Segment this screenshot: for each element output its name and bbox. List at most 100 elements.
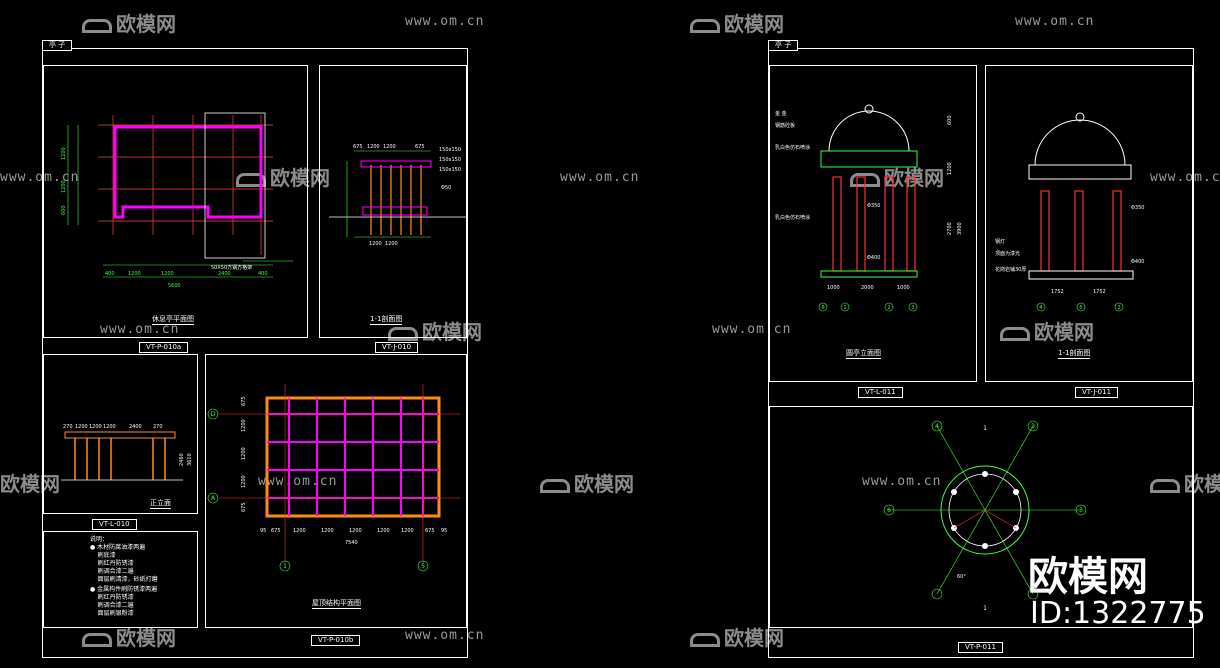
svg-text:1200: 1200 [61,147,67,160]
svg-text:3: 3 [1031,423,1035,430]
watermark-url: www.om.cn [862,474,942,489]
section-beam [360,160,432,168]
notes-line: 刷底漆 [90,552,116,559]
section-dimension-lines [346,150,431,238]
svg-text:D: D [211,411,216,418]
svg-text:2400: 2400 [129,424,142,430]
svg-text:1200: 1200 [241,447,247,460]
svg-text:3610: 3610 [187,453,193,466]
svg-text:1200: 1200 [401,528,414,534]
svg-text:675: 675 [415,144,425,150]
roof-dimension-labels: 95 675 1200 1200 1200 1200 1200 675 95 7… [241,396,447,546]
svg-text:1: 1 [843,305,846,311]
svg-text:270: 270 [153,424,163,430]
svg-text:600: 600 [61,205,67,215]
watermark-url: www.om.cn [560,170,640,185]
gazebo-plan-drawing: 4 3 6 3 1 1 60° [883,420,1087,612]
notes-line: 刷红丹防锈漆 [90,560,134,567]
svg-text:4: 4 [1039,305,1042,311]
section-columns [1040,190,1122,272]
svg-text:600: 600 [947,115,953,125]
section-axis-bubbles [1036,302,1124,312]
plan-annotation: 50X50方钢方格架 [211,264,252,271]
elevation-drawing: 270 1200 1200 1200 2400 270 2460 3610 [61,424,193,481]
svg-text:5: 5 [1079,305,1082,311]
svg-text:Φ400: Φ400 [1131,259,1144,265]
section-base [1028,270,1134,280]
entablature [820,150,918,168]
watermark-logo: 欧模网 [540,468,634,497]
watermark-logo: 欧模网 [1000,316,1094,345]
svg-text:2: 2 [1117,305,1120,311]
svg-text:Φ50: Φ50 [441,185,451,191]
svg-text:2400: 2400 [218,271,231,277]
elevation-panel [43,354,198,514]
svg-text:2460: 2460 [179,453,185,466]
notes-line: 刷红丹防锈漆 [90,594,134,601]
roof-axis-bubbles [207,408,429,572]
elevation-beam [64,431,176,439]
svg-text:顶面为漆光: 顶面为漆光 [995,250,1020,257]
sofa-icon [82,632,112,647]
svg-text:1000: 1000 [827,285,840,291]
svg-text:7540: 7540 [345,540,358,546]
svg-text:400: 400 [258,271,268,277]
svg-text:1200: 1200 [103,424,116,430]
plan-axis-bubbles [883,420,1087,600]
gazebo-elevation-drawing: 金 金 钢筋砼板 乳白色仿石喷涂 乳白色仿石喷涂 1000 2000 1000 … [775,104,963,312]
plan-dimension-labels: 400 1200 1200 2400 400 5600 1200 1200 60… [61,147,268,289]
section-code-tag: VT-J-010 [375,342,419,353]
gazebo-elevation-dims: 1000 2000 1000 Φ350 Φ400 2700 3900 1200 … [827,115,963,291]
notes-line: ● 木材防腐油漆两遍 [90,544,146,551]
svg-text:150x150: 150x150 [439,147,461,153]
svg-text:乳白色仿石喷涂: 乳白色仿石喷涂 [775,214,810,221]
notes-line: 面层刷银粉漆 [90,610,134,617]
section-axis-labels: 4 5 2 [1039,305,1120,311]
gazebo-elevation-caption: 圆亭立面图 [846,349,881,359]
section-notes: 钢灯 顶面为漆光 花岗岩铺30厚 [995,238,1026,273]
plan-caption: 休息亭平面图 [152,315,194,325]
roof-plan-panel [205,354,467,628]
watermark-url: www.om.cn [712,322,792,337]
roof-frame-outline [265,396,441,518]
watermark-logo: 欧模网 [82,622,176,651]
section-dome [1034,119,1126,166]
section-bench [362,206,428,216]
svg-text:1: 1 [283,563,287,570]
gazebo-section-drawing: 钢灯 顶面为漆光 花岗岩铺30厚 1752 1752 Φ350 Φ400 4 5… [995,112,1144,312]
svg-text:6: 6 [821,305,824,311]
svg-text:Φ350: Φ350 [1131,205,1144,211]
plan-panel [43,65,308,338]
svg-text:1200: 1200 [385,241,398,247]
svg-text:1200: 1200 [241,419,247,432]
svg-text:5: 5 [421,563,425,570]
watermark-logo: 欧模网 [236,162,330,191]
section-posts [370,165,422,235]
svg-text:2700: 2700 [947,222,953,235]
right-sheet-title-tag: 亭 子 [768,40,799,51]
watermark-logo: 欧模网 [690,622,784,651]
svg-text:675: 675 [241,502,247,512]
svg-text:钢灯: 钢灯 [995,238,1005,245]
sofa-icon [1150,478,1180,493]
elevation-axis-labels: 6 1 2 3 [821,305,914,311]
dome-outline [828,110,910,152]
svg-text:Φ400: Φ400 [867,255,880,261]
plan-center-lines [953,509,1017,529]
svg-text:1200: 1200 [241,475,247,488]
watermark-url: www.om.cn [405,14,485,29]
gazebo-section-code-tag: VT-J-011 [1075,387,1119,398]
watermark-url: www.om.cn [1015,14,1095,29]
svg-text:400: 400 [105,271,115,277]
section-finial [1075,112,1085,122]
base-plinth [820,270,918,278]
svg-text:150x150: 150x150 [439,157,461,163]
svg-text:270: 270 [63,424,73,430]
svg-text:1: 1 [983,425,987,432]
brand-id: ID:1322775 [1030,596,1206,631]
watermark-logo: 欧模网 [388,316,482,345]
svg-text:4: 4 [935,423,939,430]
svg-text:1200: 1200 [947,162,953,175]
svg-text:乳白色仿石喷涂: 乳白色仿石喷涂 [775,144,810,151]
gazebo-plan-panel [769,406,1193,628]
